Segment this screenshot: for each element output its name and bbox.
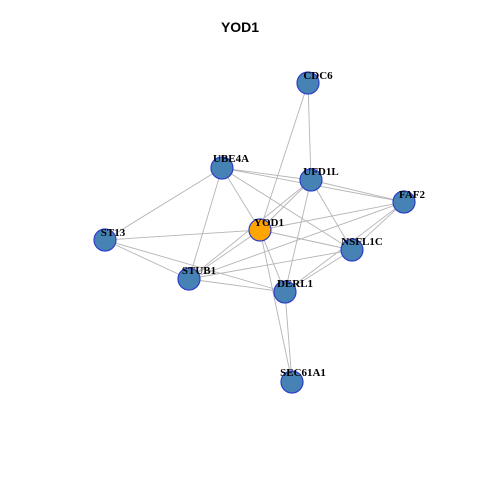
edge-st13-derl1 xyxy=(104,239,286,293)
edge-ufd1l-yod1 xyxy=(259,179,312,231)
node-nsfl1c xyxy=(340,238,364,262)
edge-yod1-sec61a1 xyxy=(259,229,293,383)
node-label-faf2: FAF2 xyxy=(399,189,426,201)
edge-ube4a-st13 xyxy=(104,167,223,241)
edge-faf2-yod1 xyxy=(259,201,405,231)
node-label-st13: ST13 xyxy=(101,227,126,239)
node-derl1 xyxy=(273,280,297,304)
edge-nsfl1c-derl1 xyxy=(284,249,353,293)
edge-derl1-sec61a1 xyxy=(284,291,293,383)
node-faf2 xyxy=(392,190,416,214)
edge-yod1-stub1 xyxy=(188,229,261,280)
graph-title: YOD1 xyxy=(220,19,260,35)
edge-stub1-derl1 xyxy=(188,278,286,293)
edge-ufd1l-derl1 xyxy=(284,179,312,293)
edge-ufd1l-nsfl1c xyxy=(310,179,353,251)
edge-nsfl1c-stub1 xyxy=(188,249,353,280)
node-label-ufd1l: UFD1L xyxy=(303,166,338,178)
node-ufd1l xyxy=(299,168,323,192)
node-layer xyxy=(93,71,416,394)
edge-st13-stub1 xyxy=(104,239,190,280)
edge-ufd1l-faf2 xyxy=(310,179,405,203)
edge-cdc6-ufd1l xyxy=(307,82,312,181)
node-ube4a xyxy=(210,156,234,180)
node-label-stub1: STUB1 xyxy=(182,265,216,277)
node-label-yod1: YOD1 xyxy=(254,217,284,229)
node-yod1 xyxy=(248,218,272,242)
edge-ube4a-nsfl1c xyxy=(221,167,353,251)
edge-ube4a-ufd1l xyxy=(221,167,312,181)
edge-yod1-nsfl1c xyxy=(259,229,353,251)
node-cdc6 xyxy=(296,71,320,95)
edge-st13-yod1 xyxy=(104,229,261,241)
node-label-derl1: DERL1 xyxy=(277,278,313,290)
node-label-sec61a1: SEC61A1 xyxy=(280,367,326,379)
node-label-ube4a: UBE4A xyxy=(213,153,249,165)
edge-ube4a-yod1 xyxy=(221,167,261,231)
node-stub1 xyxy=(177,267,201,291)
edge-faf2-nsfl1c xyxy=(351,201,405,251)
node-sec61a1 xyxy=(280,370,304,394)
node-label-cdc6: CDC6 xyxy=(303,70,333,82)
edge-faf2-stub1 xyxy=(188,201,405,280)
edge-cdc6-yod1 xyxy=(259,82,309,231)
node-label-nsfl1c: NSFL1C xyxy=(341,236,383,248)
node-st13 xyxy=(93,228,117,252)
edge-ube4a-stub1 xyxy=(188,167,223,280)
